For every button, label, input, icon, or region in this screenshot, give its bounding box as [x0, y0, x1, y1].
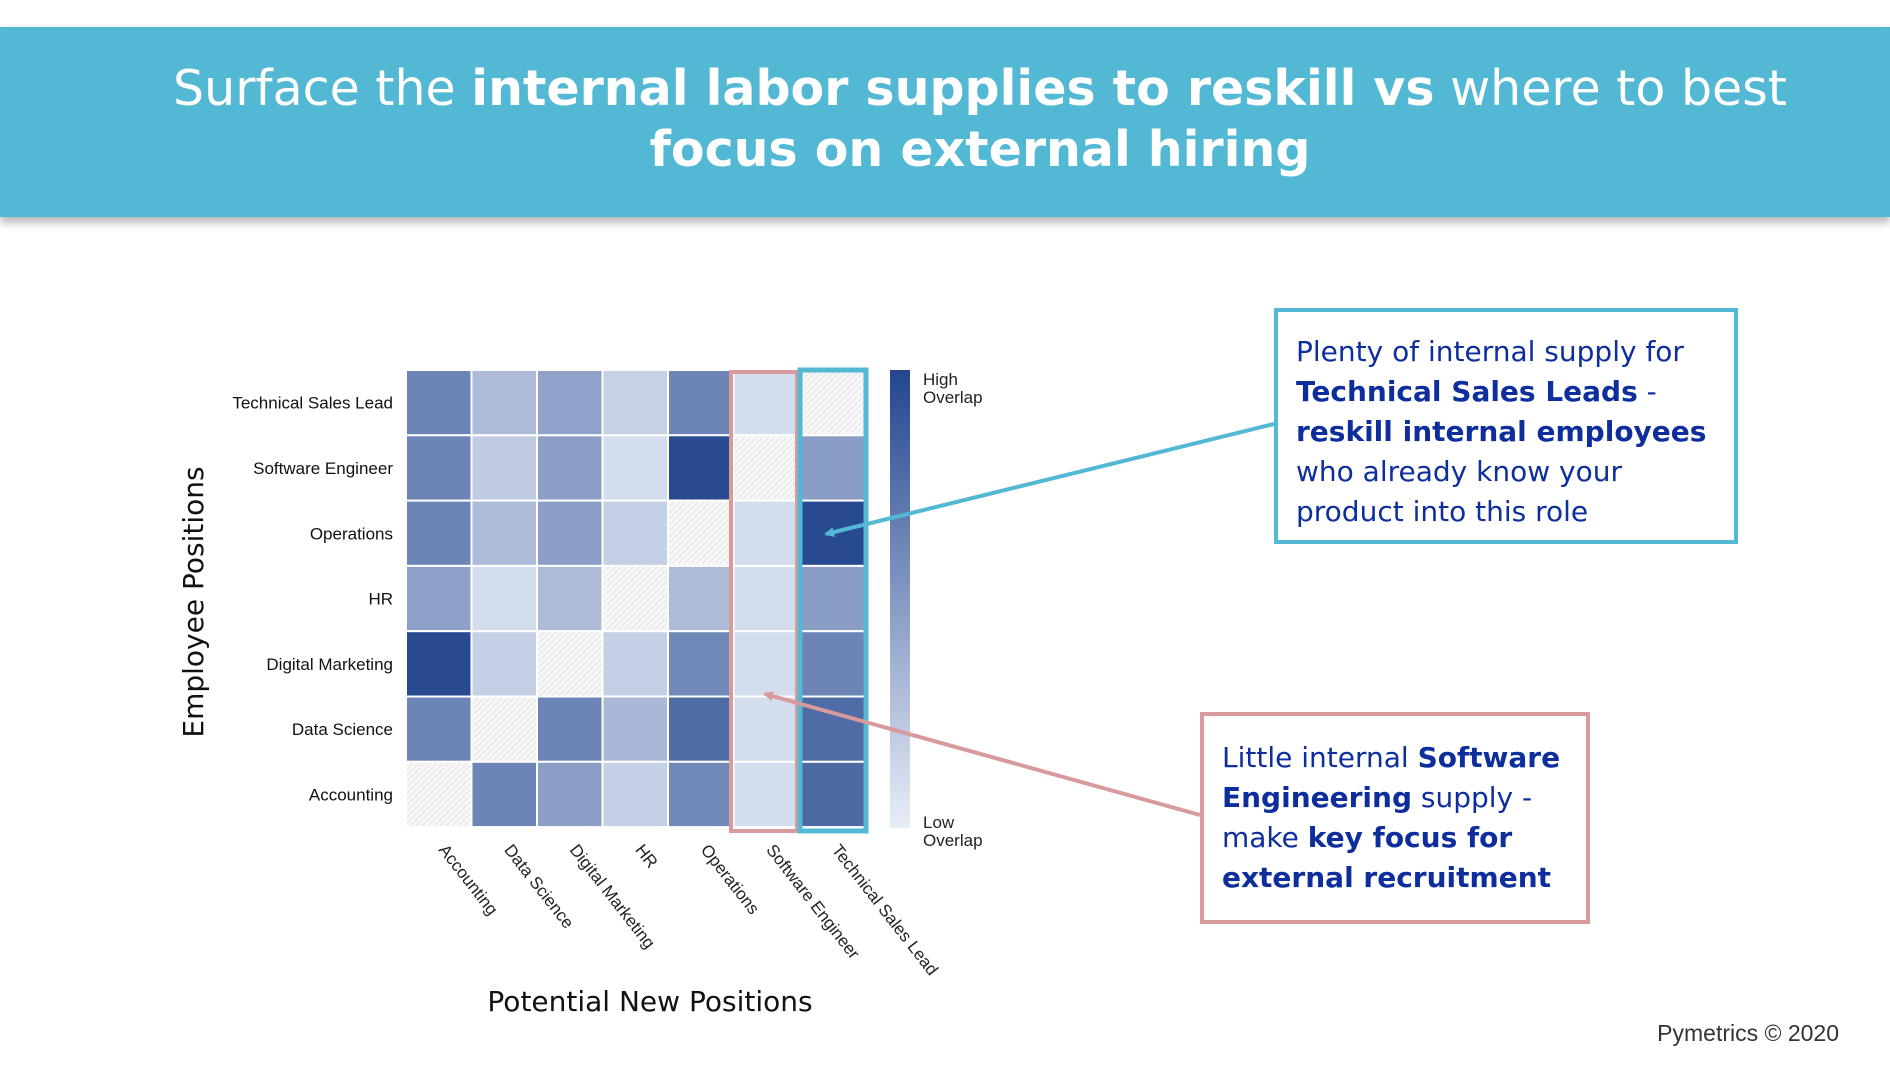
callout-technical-sales-leads: Plenty of internal supply for Technical … [1274, 308, 1738, 544]
heatmap-cell-digital-marketing-hr [601, 630, 669, 698]
heatmap-cell-software-engineer-software-engineer [732, 434, 800, 502]
heatmap-cell-accounting-digital-marketing [536, 760, 604, 829]
heatmap-cell-operations-hr [601, 499, 669, 567]
colorbar-high-label-2: Overlap [923, 388, 983, 407]
heatmap-cell-accounting-operations [667, 760, 735, 829]
callout-2-text-3: supply - make [1222, 781, 1533, 854]
footer-credit: Pymetrics © 2020 [1657, 1020, 1839, 1046]
heatmap-cell-software-engineer-data-science [470, 434, 538, 502]
heatmap-cell-data-science-digital-marketing [536, 695, 604, 763]
y-tick-label-accounting: Accounting [309, 785, 393, 804]
heatmap-cell-data-science-hr [601, 695, 669, 763]
heatmap-cell-operations-operations [667, 499, 735, 567]
title-banner [0, 27, 1890, 217]
callout-1-text-4: reskill internal employees [1296, 415, 1707, 448]
callout-2-text-1: Little internal [1222, 741, 1418, 774]
heatmap-cell-hr-operations [667, 564, 735, 633]
heatmap-cell-software-engineer-operations [667, 434, 735, 502]
title-part-3: where to best [1434, 60, 1787, 117]
heatmap-cell-hr-digital-marketing [536, 564, 604, 633]
y-tick-label-hr: HR [368, 590, 393, 609]
callout-1-text-2: Technical Sales Leads [1296, 375, 1638, 408]
callout-1-text-5: who already know your product into this … [1296, 455, 1622, 528]
heatmap-cell-technical-sales-lead-hr [601, 369, 669, 437]
colorbar-low-label-2: Overlap [923, 831, 983, 850]
heatmap-cell-operations-digital-marketing [536, 499, 604, 567]
heatmap-cell-digital-marketing-data-science [470, 630, 538, 698]
callout-software-engineering: Little internal Software Engineering sup… [1200, 712, 1590, 924]
heatmap-cell-data-science-accounting [405, 695, 473, 763]
callout-2-text-2: Software Engineering [1222, 741, 1561, 814]
highlight-software-engineer [729, 370, 799, 833]
heatmap-cell-data-science-operations [667, 695, 735, 763]
heatmap-cell-hr-hr [601, 564, 669, 633]
colorbar-low-label-1: Low [923, 813, 955, 832]
y-axis-label: Employee Positions [177, 466, 210, 737]
y-tick-label-data-science: Data Science [292, 720, 393, 739]
x-tick-label-hr: HR [631, 841, 661, 872]
heatmap-cell-technical-sales-lead-data-science [470, 369, 538, 437]
title-part-4: focus on external hiring [649, 121, 1311, 178]
heatmap-cell-accounting-data-science [470, 760, 538, 829]
heatmap-cell-accounting-hr [601, 760, 669, 829]
heatmap-cell-accounting-accounting [405, 760, 473, 829]
colorbar [890, 370, 910, 828]
title-part-1: Surface the [173, 60, 472, 117]
heatmap-cell-hr-accounting [405, 564, 473, 633]
heatmap-cell-software-engineer-technical-sales-lead [798, 434, 866, 502]
callout-1-text-1: Plenty of internal supply for [1296, 335, 1684, 368]
heatmap-cell-hr-software-engineer [732, 564, 800, 633]
heatmap-cell-technical-sales-lead-software-engineer [732, 369, 800, 437]
heatmap-cell-software-engineer-digital-marketing [536, 434, 604, 502]
colorbar-high-label-1: High [923, 370, 958, 389]
heatmap-cell-operations-data-science [470, 499, 538, 567]
y-tick-label-technical-sales-lead: Technical Sales Lead [232, 394, 393, 413]
heatmap-cell-data-science-data-science [470, 695, 538, 763]
heatmap-cell-digital-marketing-accounting [405, 630, 473, 698]
heatmap-cell-accounting-software-engineer [732, 760, 800, 829]
heatmap-cell-hr-technical-sales-lead [798, 564, 866, 633]
x-tick-label-operations: Operations [697, 841, 763, 918]
heatmap-cells [405, 369, 866, 829]
heatmap-cell-technical-sales-lead-operations [667, 369, 735, 437]
heatmap-cell-software-engineer-hr [601, 434, 669, 502]
x-axis-label: Potential New Positions [487, 985, 812, 1018]
heatmap-cell-digital-marketing-digital-marketing [536, 630, 604, 698]
y-tick-label-digital-marketing: Digital Marketing [266, 655, 393, 674]
callout-1-text-3: - [1637, 375, 1657, 408]
title-part-2: internal labor supplies to reskill vs [471, 60, 1435, 117]
y-tick-label-software-engineer: Software Engineer [253, 459, 393, 478]
highlight-technical-sales-lead [797, 367, 869, 834]
arrow-tsl [824, 422, 1275, 537]
callout-2-text-4: key focus for external recruitment [1222, 821, 1552, 894]
heatmap-cell-hr-data-science [470, 564, 538, 633]
x-tick-label-technical-sales-lead: Technical Sales Lead [828, 841, 942, 979]
heatmap-cell-operations-accounting [405, 499, 473, 567]
heatmap-cell-operations-software-engineer [732, 499, 800, 567]
heatmap-cell-technical-sales-lead-accounting [405, 369, 473, 437]
heatmap-cell-digital-marketing-technical-sales-lead [798, 630, 866, 698]
heatmap-cell-technical-sales-lead-digital-marketing [536, 369, 604, 437]
heatmap-cell-accounting-technical-sales-lead [798, 760, 866, 829]
y-tick-label-operations: Operations [310, 524, 393, 543]
page-title: Surface the internal labor supplies to r… [160, 58, 1800, 180]
heatmap-cell-digital-marketing-software-engineer [732, 630, 800, 698]
heatmap-cell-technical-sales-lead-technical-sales-lead [798, 369, 866, 437]
x-tick-label-data-science: Data Science [500, 841, 577, 932]
heatmap-cell-software-engineer-accounting [405, 434, 473, 502]
x-tick-label-accounting: Accounting [435, 841, 502, 919]
heatmap-cell-data-science-software-engineer [732, 695, 800, 763]
heatmap-cell-digital-marketing-operations [667, 630, 735, 698]
arrow-swe [763, 691, 1201, 817]
